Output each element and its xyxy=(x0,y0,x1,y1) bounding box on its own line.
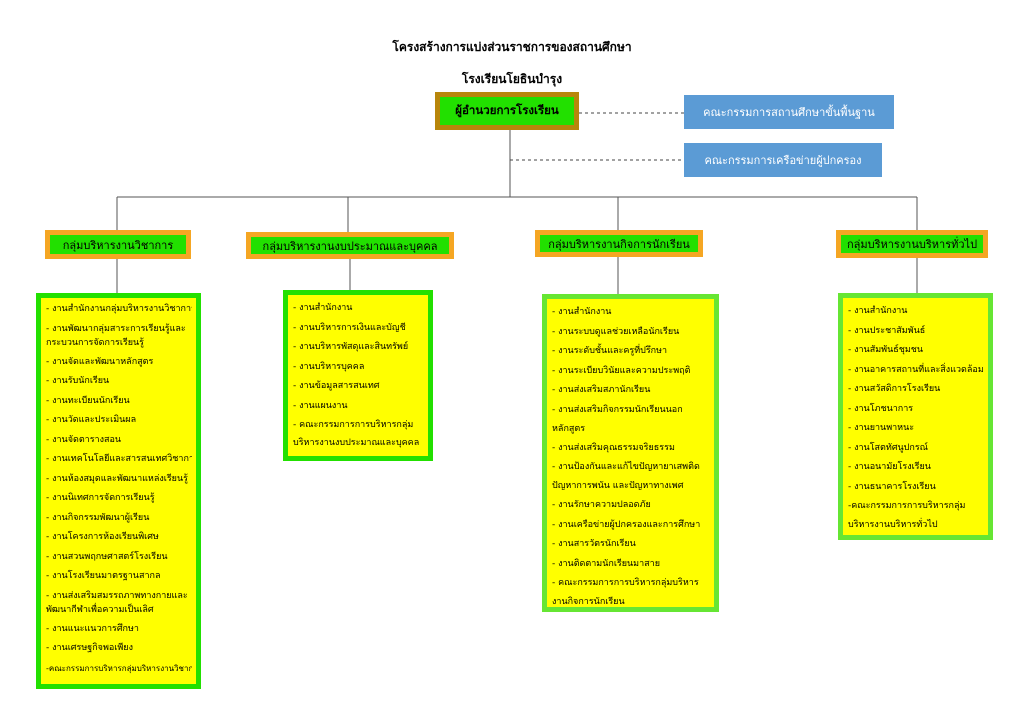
list-academic: - งานสำนักงานกลุ่มบริหารงานวิชาการ - งาน… xyxy=(36,293,201,689)
list-item: - งานประชาสัมพันธ์ xyxy=(848,325,926,336)
list-item: - งานส่งเสริมสมรรถภาพทางกายและพัฒนากีฬาเ… xyxy=(46,590,188,615)
list-item: - งานรับนักเรียน xyxy=(46,376,110,386)
list-item: - งานระดับชั้นและครูที่ปรึกษา xyxy=(552,346,668,356)
list-item: - งานโภชนาการ xyxy=(848,403,914,414)
committee-basic-education[interactable]: คณะกรรมการสถานศึกษาขั้นพื้นฐาน xyxy=(684,95,894,129)
list-item: - งานสวนพฤกษศาสตร์โรงเรียน xyxy=(46,551,168,562)
list-item: - งานรักษาความปลอดภัย xyxy=(552,500,651,510)
page-title: โครงสร้างการแบ่งส่วนราชการของสถานศึกษา xyxy=(392,40,632,54)
list-item: - งานเทคโนโลยีและสารสนเทศวิชาการ xyxy=(46,454,192,464)
list-item: - งานสารวัตรนักเรียน xyxy=(552,539,636,549)
group-general-label: กลุ่มบริหารงานบริหารทั่วไป xyxy=(841,235,983,253)
group-budget-label: กลุ่มบริหารงานงบประมาณและบุคคล xyxy=(251,237,449,254)
list-budget-personnel: - งานสำนักงาน - งานบริหารการเงินและบัญชี… xyxy=(283,290,433,461)
list-item: - งานข้อมูลสารสนเทศ xyxy=(293,381,380,391)
list-item: - งานจัดและพัฒนาหลักสูตร xyxy=(46,356,154,367)
list-item: - งานบริหารบุคคล xyxy=(293,361,365,372)
list-item: - งานสำนักงาน xyxy=(293,303,353,313)
list-item: - งานสำนักงานกลุ่มบริหารงานวิชาการ xyxy=(46,304,192,314)
list-item: - งานส่งเสริมสภานักเรียน xyxy=(552,385,651,395)
list-item: - งานกิจกรรมพัฒนาผู้เรียน xyxy=(46,512,150,523)
list-item: - งานจัดตารางสอน xyxy=(46,434,122,445)
group-general-admin[interactable]: กลุ่มบริหารงานบริหารทั่วไป xyxy=(836,230,988,258)
list-item: - งานระบบดูแลช่วยเหลือนักเรียน xyxy=(552,326,680,337)
school-name: โรงเรียนโยธินบำรุง xyxy=(461,72,563,86)
list-item: - งานส่งเสริมคุณธรรมจริยธรรม xyxy=(552,442,675,453)
list-item: - คณะกรรมการการบริหารกลุ่มบริหารงานกิจกา… xyxy=(552,578,699,607)
director-box[interactable]: ผู้อำนวยการโรงเรียน xyxy=(435,92,579,130)
list-item: - งานยานพาหนะ xyxy=(848,423,915,433)
list-item: - งานสัมพันธ์ชุมชน xyxy=(848,345,924,355)
list-item: - งานป้องกันและแก้ไขปัญหายาเสพติด ปัญหาก… xyxy=(552,462,700,491)
list-item: - งานอาคารสถานที่และสิ่งแวดล้อม xyxy=(848,364,984,375)
list-student-affairs: - งานสำนักงาน - งานระบบดูแลช่วยเหลือนักเ… xyxy=(542,294,719,612)
committee-parent-network[interactable]: คณะกรรมการเครือข่ายผู้ปกครอง xyxy=(684,143,882,177)
list-item: - งานเศรษฐกิจพอเพียง xyxy=(46,643,133,653)
list-item: - งานสวัสดิการโรงเรียน xyxy=(848,384,941,394)
list-item: - งานระเบียบวินัยและความประพฤติ xyxy=(552,365,691,376)
list-item: - งานบริหารการเงินและบัญชี xyxy=(293,322,406,333)
list-item: - งานห้องสมุดและพัฒนาแหล่งเรียนรู้ xyxy=(46,473,188,484)
list-item: -คณะกรรมการบริหารกลุ่มบริหารงานวิชาการ xyxy=(46,663,192,673)
list-general-admin: - งานสำนักงาน - งานประชาสัมพันธ์ - งานสั… xyxy=(838,293,993,540)
group-budget-personnel[interactable]: กลุ่มบริหารงานงบประมาณและบุคคล xyxy=(246,232,454,259)
list-item: - งานทะเบียนนักเรียน xyxy=(46,395,130,406)
list-item: - งานธนาคารโรงเรียน xyxy=(848,481,936,492)
list-item: - งานโรงเรียนมาตรฐานสากล xyxy=(46,571,161,581)
list-item: - งานอนามัยโรงเรียน xyxy=(848,462,931,472)
list-item: - งานนิเทศการจัดการเรียนรู้ xyxy=(46,493,155,503)
list-item: - งานเครือข่ายผู้ปกครองและการศึกษา xyxy=(552,519,701,530)
director-label: ผู้อำนวยการโรงเรียน xyxy=(440,97,574,125)
group-student-label: กลุ่มบริหารงานกิจการนักเรียน xyxy=(540,235,698,252)
list-item: - งานสำนักงาน xyxy=(552,307,612,317)
list-item: - งานโสตทัศนูปกรณ์ xyxy=(848,442,929,453)
list-item: - งานสำนักงาน xyxy=(848,306,908,316)
list-item: - งานบริหารพัสดุและสินทรัพย์ xyxy=(293,342,409,352)
list-item: - งานติดตามนักเรียนมาสาย xyxy=(552,558,660,569)
list-item: - งานแนะแนวการศึกษา xyxy=(46,623,139,634)
list-item: - คณะกรรมการการบริหารกลุ่มบริหารงานงบประ… xyxy=(293,420,420,448)
list-item: -คณะกรรมการการบริหารกลุ่มบริหารงานบริหาร… xyxy=(848,501,966,530)
list-item: - งานวัดและประเมินผล xyxy=(46,415,137,425)
list-item: - งานแผนงาน xyxy=(293,400,348,411)
list-item: - งานโครงการห้องเรียนพิเศษ xyxy=(46,532,159,542)
group-academic[interactable]: กลุ่มบริหารงานวิชาการ xyxy=(45,230,191,259)
list-item: - งานพัฒนากลุ่มสาระการเรียนรู้และกระบวนก… xyxy=(46,323,186,348)
group-student-affairs[interactable]: กลุ่มบริหารงานกิจการนักเรียน xyxy=(535,230,703,257)
list-item: - งานส่งเสริมกิจกรรมนักเรียนนอกหลักสูตร xyxy=(552,404,683,434)
group-academic-label: กลุ่มบริหารงานวิชาการ xyxy=(50,235,186,254)
